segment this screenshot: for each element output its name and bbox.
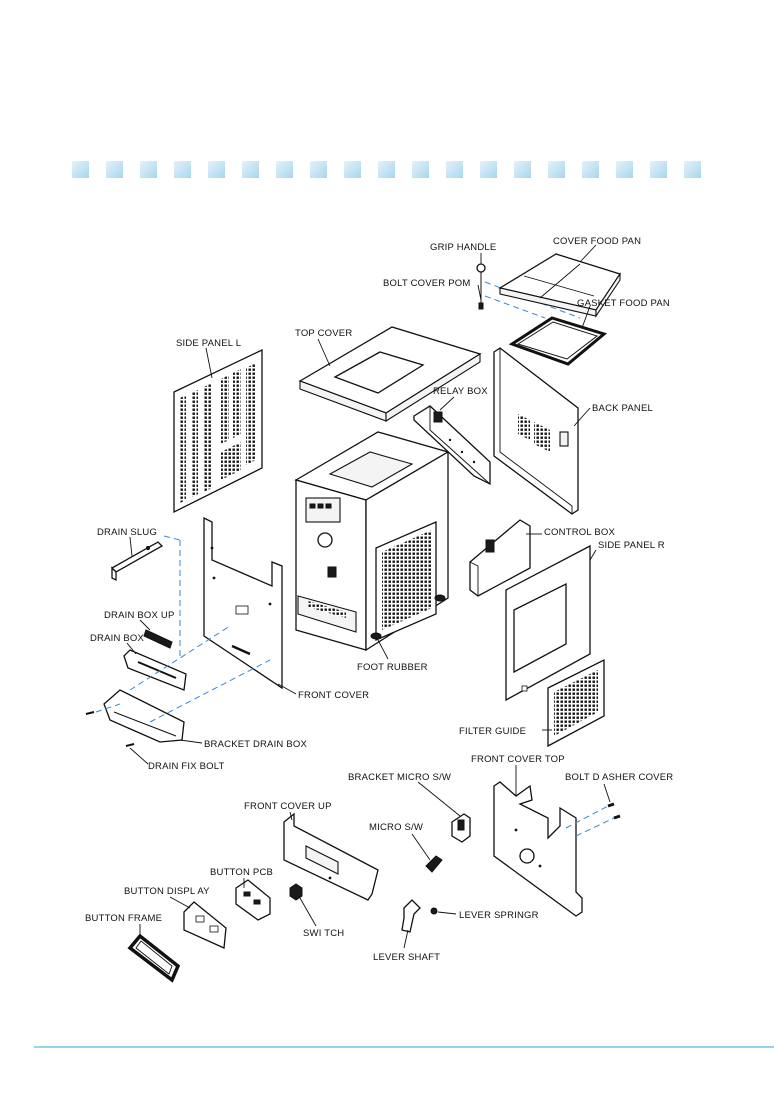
label-button-display: BUTTON DISPL AY <box>124 886 210 897</box>
banner-tile <box>106 161 123 178</box>
banner-tile <box>344 161 361 178</box>
main-cabinet-part <box>294 431 450 652</box>
banner-tile <box>242 161 259 178</box>
label-side-panel-l: SIDE PANEL L <box>176 338 241 349</box>
label-button-frame: BUTTON FRAME <box>85 913 162 924</box>
banner-tile <box>378 161 395 178</box>
label-button-pcb: BUTTON PCB <box>210 867 273 878</box>
banner-tile <box>72 161 89 178</box>
label-drain-box: DRAIN BOX <box>90 633 145 644</box>
label-gasket-food-pan: GASKET FOOD PAN <box>577 298 670 309</box>
leader-lines <box>126 244 611 949</box>
banner-tile <box>650 161 667 178</box>
drain-slug-part <box>110 541 164 582</box>
filter-guide-part <box>547 658 605 748</box>
label-drain-box-up: DRAIN BOX UP <box>104 610 175 621</box>
button-display-part <box>183 901 227 949</box>
top-cover-part <box>298 326 482 422</box>
label-bolt-cover-pom: BOLT COVER POM <box>383 278 470 289</box>
label-lever-spring: LEVER SPRINGR <box>459 910 539 921</box>
bracket-micro-sw-part <box>451 813 471 843</box>
switch-part <box>289 883 303 901</box>
label-bracket-drain-box: BRACKET DRAIN BOX <box>204 739 307 750</box>
grip-handle-part <box>476 263 486 310</box>
banner-tile <box>208 161 225 178</box>
label-relay-box: RELAY BOX <box>433 386 488 397</box>
banner-tile <box>548 161 565 178</box>
control-box-part <box>469 519 531 597</box>
label-grip-handle: GRIP HANDLE <box>430 242 496 253</box>
banner-tile <box>684 161 701 178</box>
label-front-cover-up: FRONT COVER UP <box>244 801 332 812</box>
assembly-dash-lines-drain <box>95 535 271 723</box>
label-front-cover: FRONT COVER <box>298 690 369 701</box>
back-panel-part <box>493 347 579 515</box>
relay-box-part <box>413 405 491 486</box>
banner-tile <box>276 161 293 178</box>
banner-tile <box>310 161 327 178</box>
label-side-panel-r: SIDE PANEL R <box>598 540 665 551</box>
label-lever-shaft: LEVER SHAFT <box>373 952 440 963</box>
label-drain-slug: DRAIN SLUG <box>97 527 157 538</box>
bolt-dasher-cover-part <box>565 802 621 837</box>
button-pcb-part <box>235 879 271 921</box>
button-frame-part <box>127 933 181 983</box>
side-panel-r-part <box>505 544 591 702</box>
banner-tile <box>174 161 191 178</box>
part-labels: GRIP HANDLE COVER FOOD PAN BOLT COVER PO… <box>85 236 673 963</box>
header-tile-banner <box>72 161 701 178</box>
gasket-food-pan-part <box>508 316 608 366</box>
banner-tile <box>616 161 633 178</box>
label-drain-fix-bolt: DRAIN FIX BOLT <box>148 761 225 772</box>
front-cover-part <box>203 516 283 690</box>
drain-fix-bolt-part <box>85 711 135 747</box>
banner-tile <box>582 161 599 178</box>
label-control-box: CONTROL BOX <box>544 527 615 538</box>
banner-tile <box>412 161 429 178</box>
banner-tile <box>514 161 531 178</box>
drain-box-part <box>123 649 187 691</box>
label-micro-sw: MICRO S/W <box>369 822 423 833</box>
label-bracket-micro-sw: BRACKET MICRO S/W <box>348 772 451 783</box>
front-cover-up-part <box>283 812 379 901</box>
label-cover-food-pan: COVER FOOD PAN <box>553 236 641 247</box>
lever-spring-part <box>430 907 438 915</box>
label-bolt-dasher-cover: BOLT D ASHER COVER <box>565 772 673 783</box>
cover-food-pan-part <box>498 253 622 318</box>
banner-tile <box>446 161 463 178</box>
banner-tile <box>480 161 497 178</box>
label-back-panel: BACK PANEL <box>592 403 653 414</box>
label-top-cover: TOP COVER <box>295 328 352 339</box>
bracket-drain-box-part <box>103 689 185 743</box>
label-front-cover-top: FRONT COVER TOP <box>471 754 565 765</box>
micro-sw-part <box>425 855 443 873</box>
drain-box-up-part <box>143 629 173 649</box>
lever-shaft-part <box>401 899 421 933</box>
label-foot-rubber: FOOT RUBBER <box>357 662 428 673</box>
banner-tile <box>140 161 157 178</box>
side-panel-l-part <box>173 348 263 514</box>
front-cover-top-part <box>493 781 583 917</box>
label-switch: SWI TCH <box>303 928 344 939</box>
label-filter-guide: FILTER GUIDE <box>459 726 526 737</box>
